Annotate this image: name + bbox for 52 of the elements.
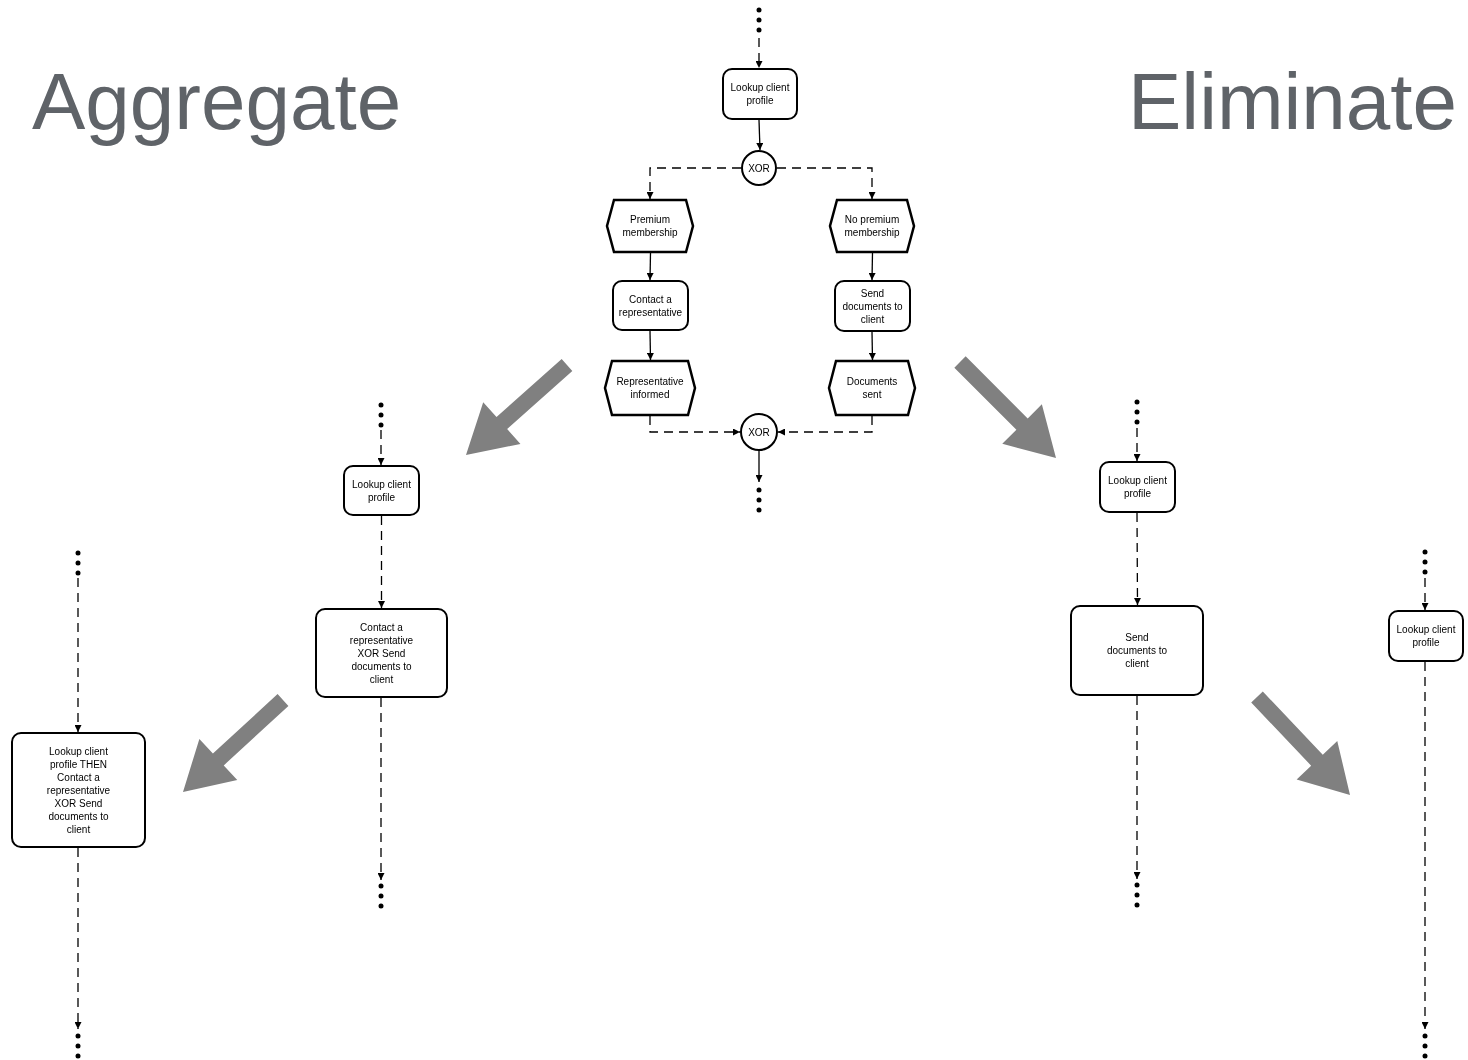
arrow	[646, 167, 742, 200]
node-label: XOR	[748, 161, 770, 175]
node-label: Send documents to client	[1105, 631, 1168, 670]
process-box	[1388, 610, 1464, 662]
arrow	[755, 37, 763, 69]
event-hexagon	[829, 199, 915, 253]
xor-gateway-circle	[741, 150, 777, 186]
process-box	[722, 68, 798, 120]
arrow	[868, 331, 876, 361]
xor-gateway-circle	[740, 413, 778, 451]
process-box	[1099, 461, 1176, 513]
node-label: No premium membership	[843, 213, 901, 239]
arrow	[649, 415, 741, 436]
event-hexagon	[604, 360, 696, 416]
node-label: Representative informed	[616, 375, 684, 401]
node-label: Lookup client profile	[1395, 623, 1457, 649]
arrow	[868, 252, 876, 281]
event-hexagon	[606, 199, 694, 253]
arrow	[1421, 661, 1429, 1030]
arrow	[646, 252, 654, 281]
node-label: Lookup client profile	[729, 81, 791, 107]
node-label: Lookup client profile	[1107, 474, 1168, 500]
arrow	[646, 330, 654, 361]
section-title: Eliminate	[1128, 62, 1458, 142]
node-label: Premium membership	[621, 213, 679, 239]
node-label: Contact a representative XOR Send documents to client	[348, 620, 415, 686]
process-box	[315, 608, 448, 698]
node-label: Contact a representative	[617, 292, 684, 319]
arrow	[1133, 427, 1141, 462]
arrow	[377, 697, 385, 881]
arrow	[1421, 577, 1429, 611]
arrow	[377, 429, 385, 466]
arrow	[777, 415, 873, 436]
process-box	[1070, 605, 1204, 696]
node-label: Documents sent	[845, 375, 899, 401]
arrow	[756, 119, 764, 151]
arrow	[378, 515, 385, 609]
node-label: Lookup client profile	[351, 477, 412, 504]
arrow	[755, 450, 763, 483]
arrow	[1133, 695, 1141, 880]
process-box	[612, 280, 689, 331]
event-hexagon	[828, 360, 916, 416]
node-label: Send documents to client	[841, 286, 904, 326]
node-label: XOR	[748, 425, 770, 439]
process-box	[343, 465, 420, 516]
process-box	[834, 280, 911, 332]
arrow	[74, 577, 82, 733]
arrow	[1133, 512, 1141, 606]
arrow	[74, 847, 82, 1030]
arrow	[776, 167, 876, 200]
node-label: Lookup client profile THEN Contact a representative XOR Send documents to client	[45, 744, 112, 836]
process-box	[11, 732, 146, 848]
